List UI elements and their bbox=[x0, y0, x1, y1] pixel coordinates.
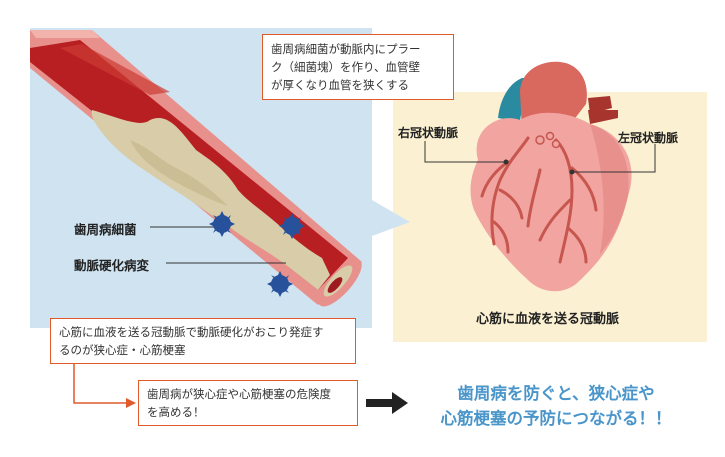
flow-connector-arrowhead bbox=[126, 398, 136, 408]
conclusion-line: 心筋梗塞の予防につながる！！ bbox=[440, 409, 672, 428]
callout-bacteria-plaque: 歯周病細菌が動脈内にプラー ク（細菌塊）を作り、血管壁 が厚くなり血管を狭くする bbox=[262, 34, 454, 100]
bacterium-3 bbox=[267, 271, 293, 297]
callout-line: が厚くなり血管を狭くする bbox=[271, 78, 409, 92]
callout-coronary-disease: 心筋に血液を送る冠動脈で動脈硬化がおこり発症す るのが狭心症・心筋梗塞 bbox=[50, 318, 356, 364]
heart-illustration bbox=[424, 61, 656, 292]
callout-line: ク（細菌塊）を作り、血管壁 bbox=[271, 60, 421, 74]
coronary-arteries bbox=[480, 136, 598, 264]
panel-pointer bbox=[372, 200, 410, 236]
conclusion-line: 歯周病を防ぐと、狭心症や bbox=[457, 384, 655, 403]
label-left-coronary-artery: 左冠状動脈 bbox=[618, 131, 679, 145]
result-arrow-head bbox=[392, 392, 408, 414]
heart-caption: 心筋に血液を送る冠動脈 bbox=[476, 312, 620, 327]
left-coronary-leader bbox=[572, 144, 656, 173]
conclusion-text: 歯周病を防ぐと、狭心症や 心筋梗塞の予防につながる！！ bbox=[418, 381, 694, 431]
artery-illustration bbox=[30, 30, 362, 307]
callout-line: 歯周病細菌が動脈内にプラー bbox=[271, 42, 421, 56]
bacteria-cluster bbox=[209, 211, 305, 297]
heart-body bbox=[470, 112, 632, 292]
label-right-coronary-artery: 右冠状動脈 bbox=[398, 126, 459, 140]
callout-line: るのが狭心症・心筋梗塞 bbox=[59, 343, 186, 357]
bacterium-2 bbox=[279, 213, 305, 239]
callout-line: 心筋に血液を送る冠動脈で動脈硬化がおこり発症す bbox=[59, 325, 324, 339]
label-periodontal-bacteria: 歯周病細菌 bbox=[74, 222, 137, 237]
result-arrow-shaft bbox=[366, 399, 394, 407]
flow-connector-line bbox=[73, 364, 128, 404]
callout-line: を高める！ bbox=[147, 405, 205, 419]
bacterium-1 bbox=[209, 211, 235, 237]
label-atherosclerotic-lesion: 動脈硬化病変 bbox=[74, 258, 150, 273]
callout-increase-risk: 歯周病が狭心症や心筋梗塞の危険度 を高める！ bbox=[138, 380, 358, 426]
right-coronary-leader bbox=[424, 141, 506, 163]
callout-line: 歯周病が狭心症や心筋梗塞の危険度 bbox=[147, 387, 331, 401]
